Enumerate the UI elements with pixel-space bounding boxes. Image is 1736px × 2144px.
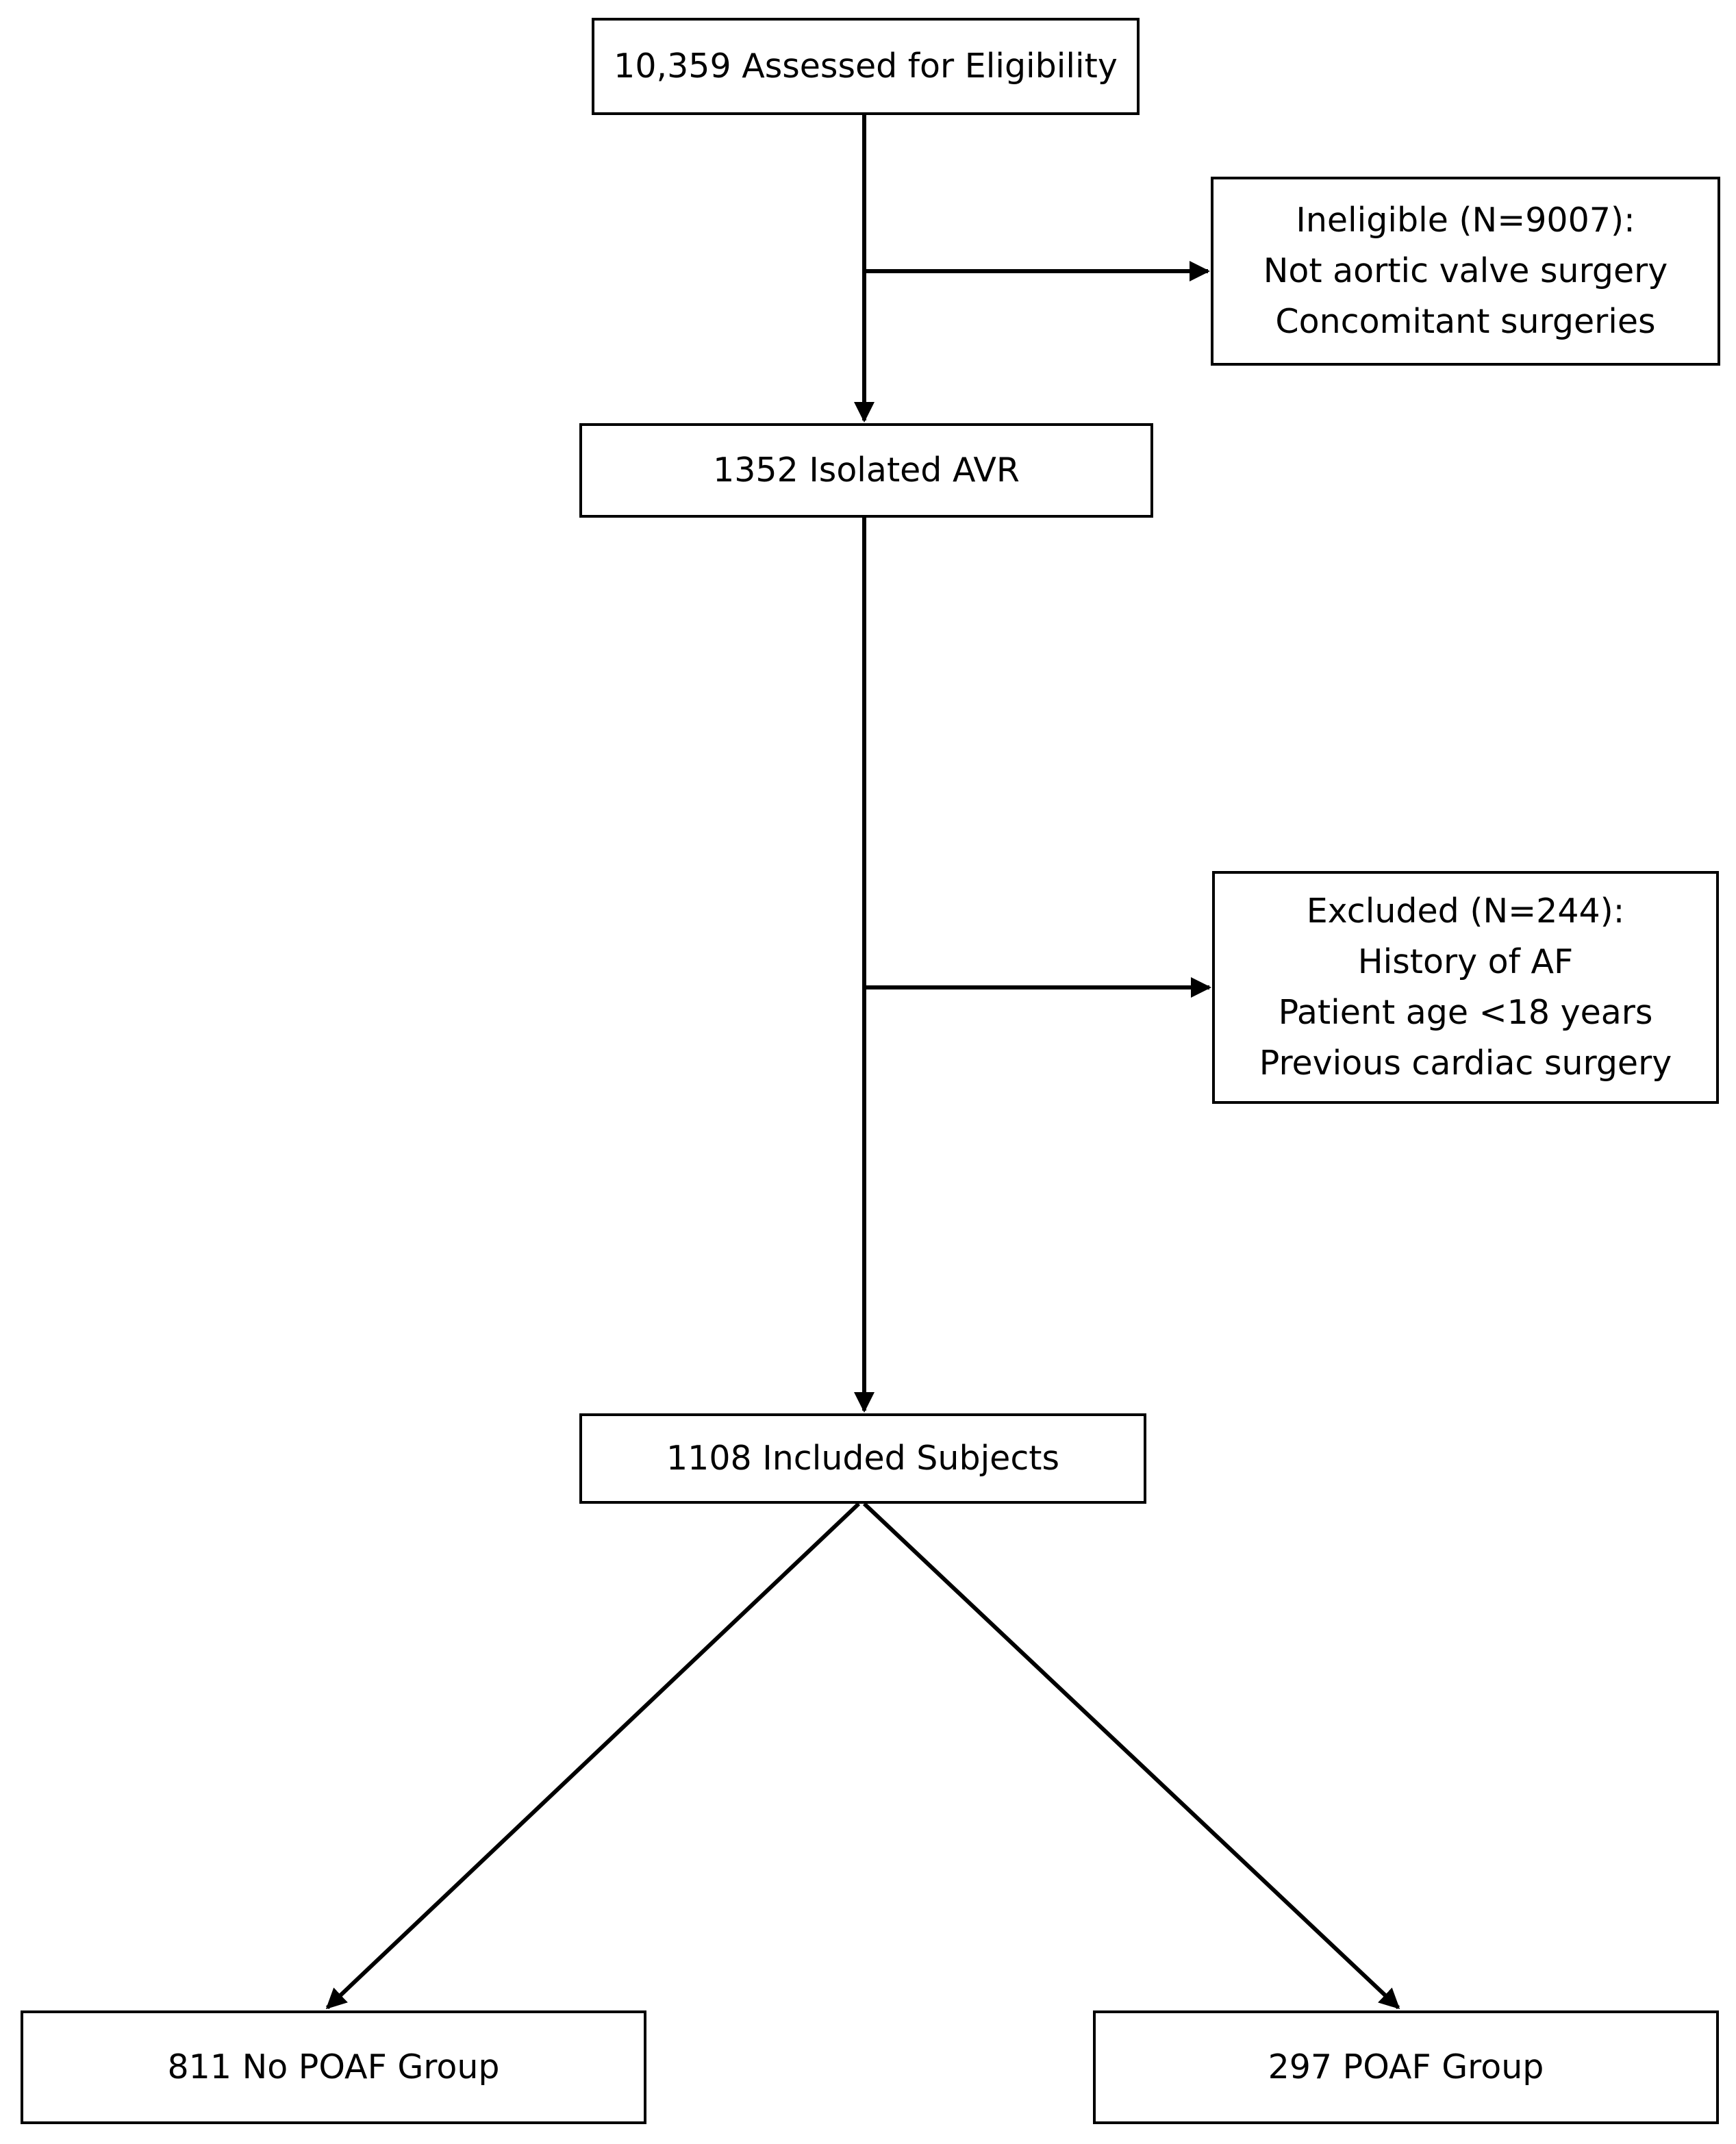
poaf-box: 297 POAF Group bbox=[1093, 2010, 1719, 2124]
ineligible-reason: Concomitant surgeries bbox=[1275, 302, 1656, 341]
excluded-box: Excluded (N=244): History of AF Patient … bbox=[1212, 871, 1719, 1104]
included-box: 1108 Included Subjects bbox=[579, 1413, 1146, 1504]
isolated-avr-line: 1352 Isolated AVR bbox=[713, 451, 1020, 490]
excluded-reason: Patient age <18 years bbox=[1278, 993, 1653, 1032]
excluded-reason: History of AF bbox=[1357, 942, 1574, 981]
isolated-avr-box: 1352 Isolated AVR bbox=[579, 423, 1153, 518]
included-line: 1108 Included Subjects bbox=[666, 1439, 1060, 1478]
poaf-line: 297 POAF Group bbox=[1268, 2047, 1544, 2086]
ineligible-box: Ineligible (N=9007): Not aortic valve su… bbox=[1211, 177, 1720, 366]
excluded-heading: Excluded (N=244): bbox=[1306, 892, 1625, 931]
excluded-reason: Previous cardiac surgery bbox=[1259, 1044, 1672, 1083]
no-poaf-line: 811 No POAF Group bbox=[167, 2047, 500, 2086]
arrow-included-to-poaf bbox=[862, 1502, 1400, 2010]
ineligible-heading: Ineligible (N=9007): bbox=[1296, 201, 1635, 240]
ineligible-reason: Not aortic valve surgery bbox=[1263, 251, 1668, 290]
assessed-line: 10,359 Assessed for Eligibility bbox=[614, 47, 1118, 86]
assessed-box: 10,359 Assessed for Eligibility bbox=[592, 18, 1140, 115]
no-poaf-box: 811 No POAF Group bbox=[21, 2010, 646, 2124]
arrow-included-to-no-poaf bbox=[325, 1502, 861, 2010]
